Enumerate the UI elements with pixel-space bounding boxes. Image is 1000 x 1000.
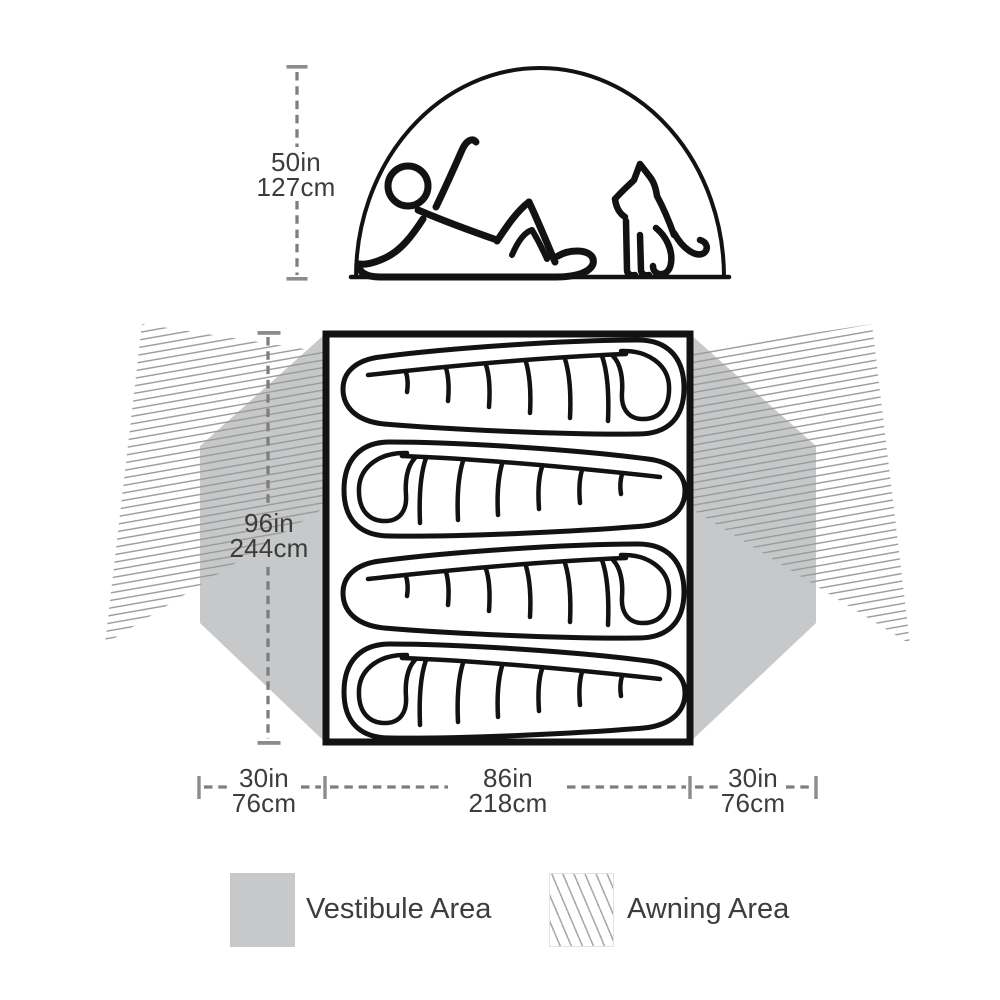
awning-swatch (549, 873, 614, 947)
floor-width-label: 86in 218cm (468, 763, 548, 818)
depth-dimension-label: 96in 244cm (229, 508, 309, 563)
left-vestibule-cm: 76cm (231, 788, 297, 818)
right-awning-shape (690, 324, 910, 644)
depth-in: 96in (244, 508, 294, 538)
person-figure (355, 136, 597, 281)
height-in: 50in (271, 147, 321, 177)
right-vestibule-cm: 76cm (720, 788, 786, 818)
right-vestibule-width-label: 30in 76cm (720, 763, 786, 818)
vestibule-swatch (230, 873, 295, 947)
width-dimensions (197, 776, 818, 799)
right-vestibule-in: 30in (728, 763, 778, 793)
height-dimension-label: 50in 127cm (256, 147, 336, 202)
depth-dimension (257, 331, 281, 745)
tent-floor-outline (322, 330, 694, 746)
floor-width-in: 86in (483, 763, 533, 793)
awning-areas (105, 324, 910, 644)
floor-width-cm: 218cm (468, 788, 548, 818)
left-awning-shape (105, 324, 324, 644)
left-vestibule-in: 30in (239, 763, 289, 793)
person-head (384, 162, 432, 210)
height-dimension (286, 65, 308, 281)
tent-side-view (348, 66, 732, 281)
awning-legend-label: Awning Area (627, 893, 790, 925)
left-vestibule-width-label: 30in 76cm (231, 763, 297, 818)
depth-cm: 244cm (229, 533, 309, 563)
height-cm: 127cm (256, 172, 336, 202)
dog-figure (611, 160, 710, 279)
vestibule-legend-label: Vestibule Area (306, 893, 492, 925)
dome-outline (354, 66, 726, 279)
